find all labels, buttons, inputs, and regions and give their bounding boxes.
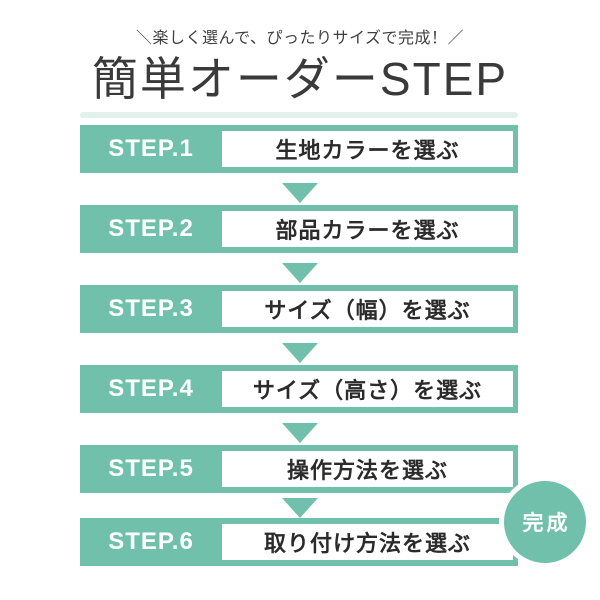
step-description-box: サイズ（高さ）を選ぶ xyxy=(222,371,513,407)
step-row-4: STEP.4 サイズ（高さ）を選ぶ xyxy=(80,365,518,413)
step-number-label: STEP.1 xyxy=(108,135,194,162)
step-description-box: 取り付け方法を選ぶ xyxy=(222,524,513,560)
step-row-6: STEP.6 取り付け方法を選ぶ xyxy=(80,518,518,566)
step-number-label: STEP.4 xyxy=(108,375,194,402)
step-row-3: STEP.3 サイズ（幅）を選ぶ xyxy=(80,285,518,333)
accent-line xyxy=(80,112,518,118)
order-steps-diagram: STEP.1 生地カラーを選ぶ STEP.2 部品カラーを選ぶ STEP.3 サ… xyxy=(80,125,518,566)
step-description-box: 操作方法を選ぶ xyxy=(222,451,513,487)
step-description-box: サイズ（幅）を選ぶ xyxy=(222,291,513,327)
down-arrow-icon xyxy=(282,263,318,283)
down-arrow-icon xyxy=(282,183,318,203)
down-arrow-icon xyxy=(282,343,318,363)
step-description-box: 生地カラーを選ぶ xyxy=(222,131,513,167)
step-row-5: STEP.5 操作方法を選ぶ xyxy=(80,445,518,493)
step-number-label: STEP.3 xyxy=(108,295,194,322)
down-arrow-icon xyxy=(282,498,318,518)
step-number-label: STEP.6 xyxy=(108,528,194,555)
down-arrow-icon xyxy=(282,423,318,443)
page-title: 簡単オーダーSTEP xyxy=(91,53,509,105)
step-row-1: STEP.1 生地カラーを選ぶ xyxy=(80,125,518,173)
step-number-label: STEP.2 xyxy=(108,215,194,242)
step-row-2: STEP.2 部品カラーを選ぶ xyxy=(80,205,518,253)
tagline: ＼楽しく選んで、ぴったりサイズで完成！／ xyxy=(135,30,465,47)
step-description-box: 部品カラーを選ぶ xyxy=(222,211,513,247)
step-number-label: STEP.5 xyxy=(108,455,194,482)
completion-badge: 完成 xyxy=(499,476,591,568)
